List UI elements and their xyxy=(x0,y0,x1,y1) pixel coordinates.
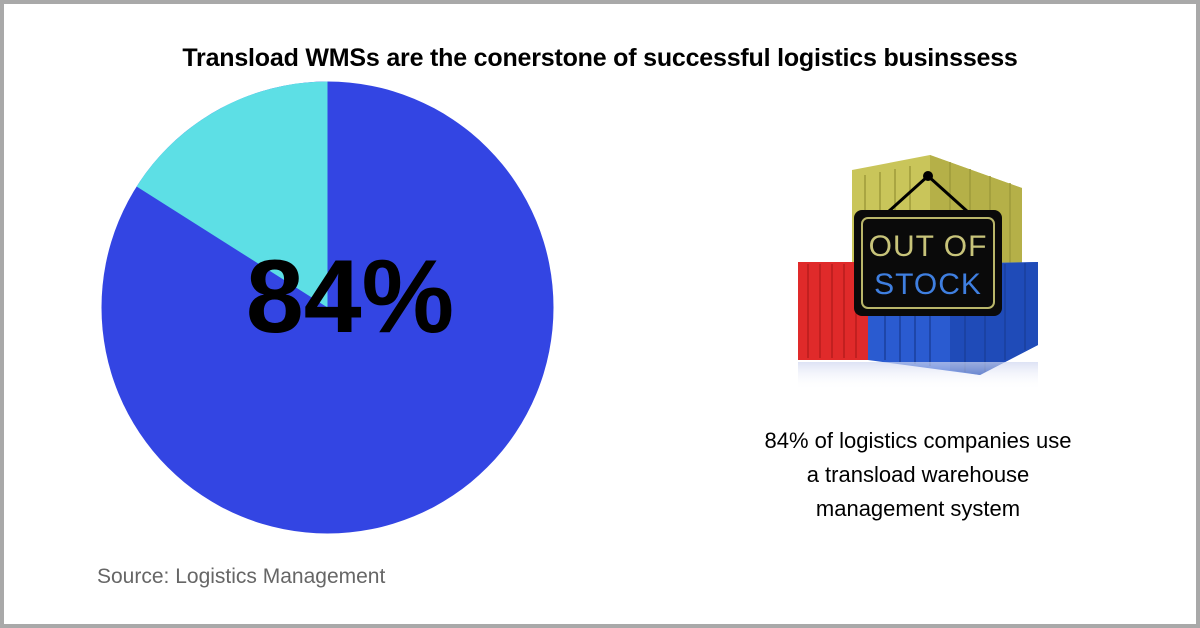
pie-chart xyxy=(101,81,554,534)
source-note: Source: Logistics Management xyxy=(97,565,386,588)
caption-line-1: 84% of logistics companies use xyxy=(764,428,1072,453)
sign-line-2: STOCK xyxy=(874,268,982,301)
pie-slice-16 xyxy=(136,81,328,308)
caption-line-3: management system xyxy=(815,496,1021,521)
out-of-stock-sign: OUT OF STOCK xyxy=(854,171,1002,316)
chart-title: Transload WMSs are the conerstone of suc… xyxy=(182,44,1018,72)
stat-caption: 84% of logistics companies use a translo… xyxy=(700,424,1136,526)
sign-line-1: OUT OF xyxy=(869,230,988,263)
caption-line-2: a transload warehouse xyxy=(806,462,1030,487)
pie-center-label: 84% xyxy=(245,239,455,355)
shipping-containers-illustration: OUT OF STOCK xyxy=(798,155,1038,390)
